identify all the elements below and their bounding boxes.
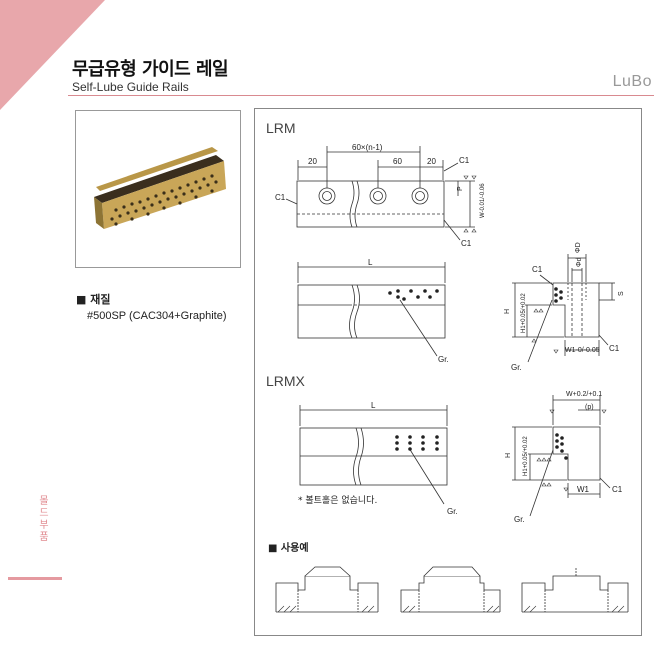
dim-c1-left: C1 bbox=[275, 193, 286, 202]
lrm-top-dim-labels: 20 60×(n-1) 60 20 C1 C1 C1 P W-0.01/-0.0… bbox=[275, 143, 486, 248]
lrmx-section-labels: W+0.2/+0.1 (p) H H1+0.05/+0.02 W1 C1 Gr. bbox=[505, 391, 623, 524]
dim-p: P bbox=[457, 186, 464, 191]
brand-logo: LuBo bbox=[612, 73, 652, 90]
category-bar bbox=[8, 577, 62, 580]
dim-h1-lrm: H1+0.05/+0.02 bbox=[521, 293, 527, 333]
material-heading: ■ 재질 bbox=[76, 293, 111, 306]
dim-w1-lrmx: W1 bbox=[577, 485, 590, 494]
lrm-front-dots: L Gr. bbox=[368, 258, 449, 364]
dim-gr-lrmx-section: Gr. bbox=[514, 515, 525, 524]
page-subtitle: Self-Lube Guide Rails bbox=[72, 80, 189, 94]
lrm-section-view bbox=[512, 254, 615, 363]
usage-example-1 bbox=[275, 566, 379, 613]
dim-20-left: 20 bbox=[308, 157, 317, 166]
dim-c1-bottom: C1 bbox=[461, 239, 472, 248]
category-label: 몰드부품 bbox=[39, 496, 49, 543]
dim-c1-section-top: C1 bbox=[532, 265, 543, 274]
drawing-panel bbox=[254, 108, 642, 636]
graphite-plugs bbox=[110, 174, 218, 226]
dim-l-lrm: L bbox=[368, 258, 373, 267]
dim-h-lrmx: H bbox=[505, 453, 512, 458]
dim-s: S bbox=[618, 291, 625, 296]
dim-gr-lrmx: Gr. bbox=[447, 507, 458, 516]
page-title: 무급유형 가이드 레일 bbox=[72, 59, 229, 80]
dim-gr-lrm: Gr. bbox=[438, 355, 449, 364]
dim-w1-lrm: W1-0/-0.05 bbox=[565, 347, 600, 354]
bolt-hole-note: * 볼트홀은 없습니다. bbox=[298, 496, 378, 506]
dim-c1-top: C1 bbox=[459, 156, 470, 165]
dim-l-lrmx: L bbox=[371, 401, 376, 410]
lrm-front-view bbox=[297, 262, 446, 357]
lrmx-section-view bbox=[512, 395, 611, 517]
dim-w-plus: W+0.2/+0.1 bbox=[566, 391, 602, 398]
lrm-top-view bbox=[285, 146, 477, 241]
dim-phi-d-large: ΦD bbox=[575, 242, 582, 253]
header-rule bbox=[68, 95, 654, 96]
lrm-section-labels: ΦD Φd S H H1+0.05/+0.02 W1-0/-0.05 C1 C1… bbox=[504, 242, 625, 372]
dim-c1-section: C1 bbox=[609, 344, 620, 353]
lrmx-front-dots: L Gr. bbox=[371, 401, 458, 516]
dim-h-lrm: H bbox=[504, 309, 511, 314]
dim-20-right: 20 bbox=[427, 157, 436, 166]
dim-60n: 60×(n-1) bbox=[352, 143, 383, 152]
dim-phi-d-small: Φd bbox=[576, 257, 583, 267]
dim-60: 60 bbox=[393, 157, 402, 166]
dim-c1-lrmx: C1 bbox=[612, 485, 623, 494]
product-photo bbox=[75, 110, 241, 268]
material-value: #500SP (CAC304+Graphite) bbox=[87, 310, 227, 322]
dim-gr-section: Gr. bbox=[511, 363, 522, 372]
section-lrmx-title: LRMX bbox=[266, 373, 305, 389]
usage-example-3 bbox=[521, 568, 629, 613]
dim-h1-lrmx: H1+0.05/+0.02 bbox=[523, 436, 529, 476]
section-lrm-title: LRM bbox=[266, 120, 296, 136]
dim-w-tol: W-0.01/-0.06 bbox=[480, 183, 486, 218]
usage-example-2 bbox=[400, 566, 501, 613]
dim-p-paren: (p) bbox=[585, 404, 594, 411]
usage-example-heading: ■ 사용예 bbox=[268, 543, 309, 554]
corner-decoration bbox=[0, 0, 105, 110]
lrmx-front-view bbox=[299, 405, 448, 505]
